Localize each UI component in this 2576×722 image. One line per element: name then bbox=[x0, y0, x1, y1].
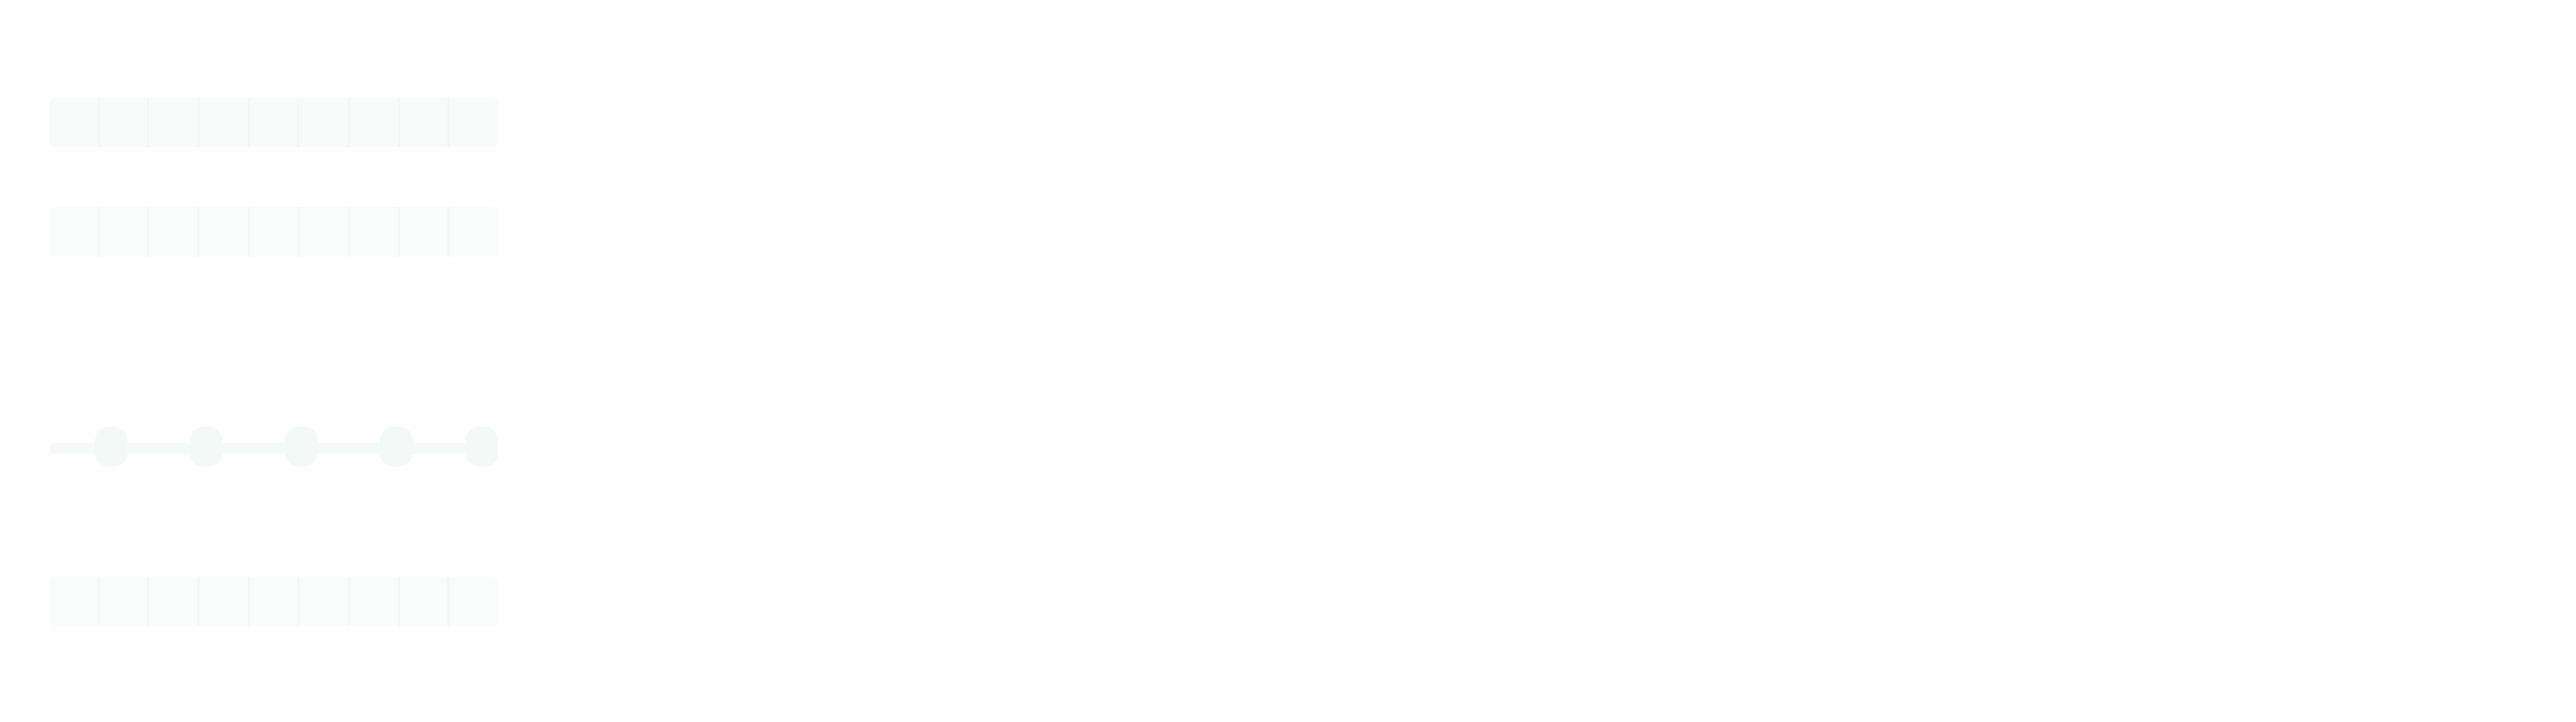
circle-knob-icon bbox=[190, 427, 222, 466]
skeleton-cell bbox=[400, 98, 450, 147]
circle-knob-icon bbox=[466, 427, 498, 466]
skeleton-cell bbox=[449, 207, 498, 256]
skeleton-cell bbox=[100, 98, 150, 147]
skeleton-cell bbox=[250, 207, 300, 256]
skeleton-row-top bbox=[49, 98, 498, 147]
skeleton-cell bbox=[299, 577, 351, 626]
skeleton-cell bbox=[49, 207, 100, 256]
skeleton-cell bbox=[350, 207, 400, 256]
skeleton-cell bbox=[49, 577, 100, 626]
skeleton-cell bbox=[449, 98, 498, 147]
skeleton-cell bbox=[350, 98, 400, 147]
skeleton-cell bbox=[149, 98, 200, 147]
skeleton-cell bbox=[299, 98, 351, 147]
skeleton-cell bbox=[100, 207, 150, 256]
skeleton-cell bbox=[449, 577, 498, 626]
circle-knob-icon bbox=[95, 427, 127, 466]
skeleton-cell bbox=[299, 207, 351, 256]
skeleton-cell bbox=[149, 577, 200, 626]
skeleton-cell bbox=[400, 207, 450, 256]
skeleton-row-second bbox=[49, 207, 498, 256]
skeleton-cell bbox=[400, 577, 450, 626]
skeleton-cell bbox=[200, 98, 250, 147]
circle-knob-icon bbox=[380, 427, 412, 466]
skeleton-cell bbox=[350, 577, 400, 626]
skeleton-cell bbox=[200, 577, 250, 626]
skeleton-cell bbox=[149, 207, 200, 256]
skeleton-cell bbox=[200, 207, 250, 256]
skeleton-cell bbox=[250, 98, 300, 147]
circle-knob-icon bbox=[285, 427, 317, 466]
skeleton-cell bbox=[49, 98, 100, 147]
skeleton-cell bbox=[250, 577, 300, 626]
skeleton-row-bottom bbox=[49, 577, 498, 626]
skeleton-slider bbox=[49, 416, 498, 477]
skeleton-cell bbox=[100, 577, 150, 626]
